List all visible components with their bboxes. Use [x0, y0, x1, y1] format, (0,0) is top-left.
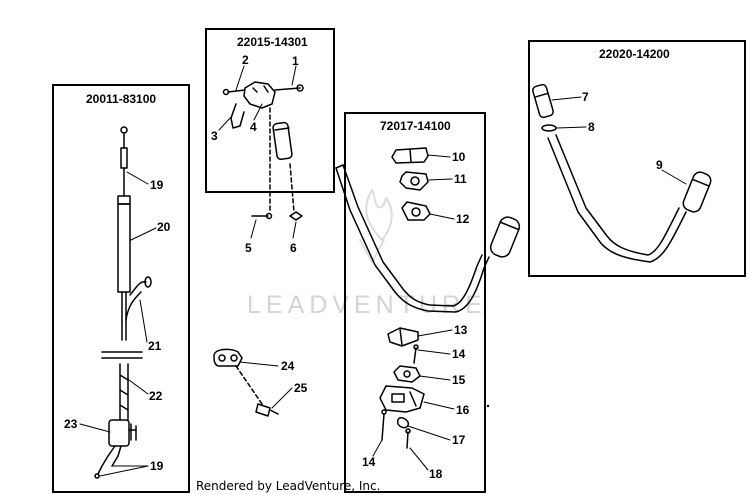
callout-16: 16 — [456, 403, 470, 417]
callout-14-lower: 14 — [362, 455, 376, 469]
callout-21: 21 — [148, 339, 162, 353]
handlebar-drawing — [335, 147, 521, 449]
watermark-logo-icon — [359, 189, 393, 263]
callout-14-upper: 14 — [452, 347, 466, 361]
assembly-frame-4 — [528, 40, 746, 277]
callout-1: 1 — [292, 54, 299, 68]
assembly-code-2: 22015-14301 — [237, 35, 308, 49]
callout-19-lower: 19 — [150, 459, 164, 473]
callout-17: 17 — [452, 433, 466, 447]
callout-2: 2 — [242, 53, 249, 67]
callout-4: 4 — [250, 120, 257, 134]
assembly-frame-3 — [344, 112, 486, 493]
mounting-screws-drawing — [251, 211, 303, 221]
callout-18: 18 — [429, 467, 443, 481]
callout-7: 7 — [582, 90, 589, 104]
callout-19-upper: 19 — [150, 178, 164, 192]
throttle-mounting-dashes — [269, 107, 295, 213]
clip-and-screw-drawing — [213, 348, 279, 417]
cable-assembly-drawing — [94, 126, 152, 479]
throttle-lever-drawing — [222, 81, 304, 161]
assembly-frame-1 — [52, 84, 190, 493]
callout-3: 3 — [211, 129, 218, 143]
callout-13: 13 — [454, 323, 468, 337]
callout-11: 11 — [454, 172, 467, 186]
callout-12: 12 — [456, 212, 470, 226]
grab-bar-drawing — [532, 83, 712, 263]
leader-lines — [79, 65, 687, 477]
callout-8: 8 — [588, 120, 595, 134]
callout-25: 25 — [294, 381, 308, 395]
callout-23: 23 — [64, 417, 78, 431]
assembly-code-4: 22020-14200 — [599, 47, 670, 61]
assembly-frame-2 — [205, 28, 335, 193]
assembly-code-1: 20011-83100 — [86, 92, 157, 106]
callout-22: 22 — [149, 389, 163, 403]
footer-credit: Rendered by LeadVenture, Inc. — [196, 479, 381, 493]
callout-9: 9 — [656, 158, 663, 172]
callout-10: 10 — [452, 150, 466, 164]
callout-24: 24 — [281, 359, 295, 373]
callout-6: 6 — [290, 241, 297, 255]
callout-20: 20 — [157, 220, 171, 234]
assembly-code-3: 72017-14100 — [380, 119, 451, 133]
callout-15: 15 — [452, 373, 466, 387]
callout-5: 5 — [245, 241, 252, 255]
